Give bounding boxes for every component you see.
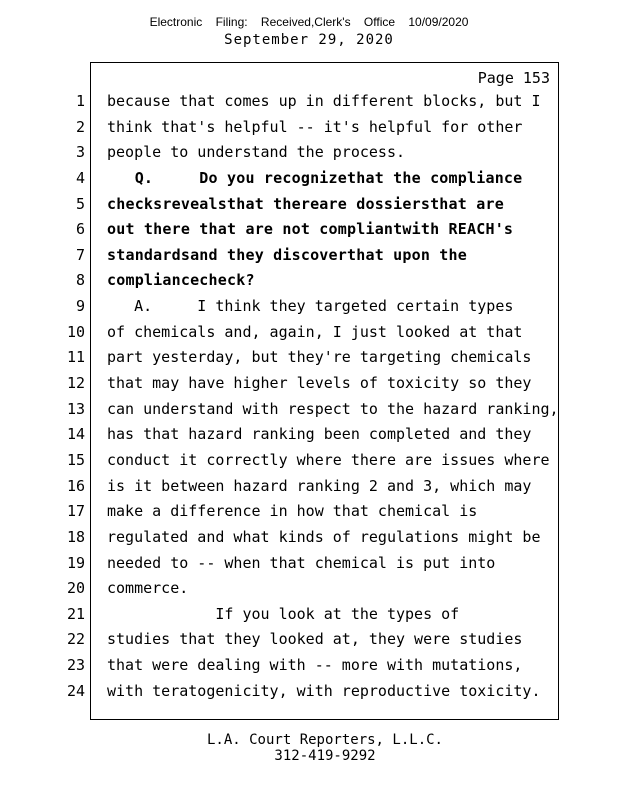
- transcript-line: 6 out there that are not compliantwith RE…: [0, 217, 618, 243]
- line-number: 10: [66, 322, 85, 341]
- line-text: Q. Do you recognizethat the compliance: [107, 168, 523, 187]
- hearing-date: September 29, 2020: [224, 32, 394, 48]
- line-number: 22: [66, 630, 85, 649]
- line-number: 2: [75, 117, 85, 136]
- line-text: A. I think they targeted certain types: [107, 297, 514, 316]
- line-number: 18: [66, 527, 85, 546]
- line-number: 17: [66, 502, 85, 521]
- reporter-footer: L.A. Court Reporters, L.L.C. 312-419-929…: [90, 732, 560, 764]
- line-number: 24: [66, 681, 85, 700]
- efiling-stamp: Electronic Filing: Received,Clerk's Offi…: [149, 15, 469, 29]
- line-text: out there that are not compliantwith REA…: [107, 220, 514, 239]
- transcript-line: 21 If you look at the types of: [0, 602, 618, 628]
- reporter-phone: 312-419-9292: [274, 748, 376, 764]
- line-number: 7: [75, 245, 85, 264]
- line-number: 19: [66, 553, 85, 572]
- transcript-line: 16 is it between hazard ranking 2 and 3, …: [0, 474, 618, 500]
- line-text: commerce.: [107, 579, 189, 598]
- line-number: 5: [75, 194, 85, 213]
- transcript-line: 12 that may have higher levels of toxicit…: [0, 371, 618, 397]
- line-text: checksrevealsthat thereare dossiersthat …: [107, 194, 504, 213]
- line-number: 20: [66, 579, 85, 598]
- transcript-line: 14 has that hazard ranking been completed…: [0, 422, 618, 448]
- transcript-line: 15 conduct it correctly where there are i…: [0, 448, 618, 474]
- line-number: 1: [75, 92, 85, 110]
- line-number: 6: [75, 220, 85, 239]
- line-number: 3: [75, 143, 85, 162]
- line-number: 9: [75, 297, 85, 316]
- line-text: If you look at the types of: [107, 604, 460, 623]
- transcript-lines: 1 because that comes up in different bloc…: [0, 89, 618, 704]
- transcript-line: 24 with teratogenicity, with reproductive…: [0, 679, 618, 705]
- line-text: people to understand the process.: [107, 143, 406, 162]
- reporter-name: L.A. Court Reporters, L.L.C.: [206, 732, 443, 748]
- transcript-line: 22 studies that they looked at, they were…: [0, 627, 618, 653]
- transcript-line: 18 regulated and what kinds of regulation…: [0, 525, 618, 551]
- line-number: 15: [66, 450, 85, 469]
- transcript-line: 13 can understand with respect to the haz…: [0, 397, 618, 423]
- line-text: that may have higher levels of toxicity …: [107, 374, 532, 393]
- transcript-line: 4 Q. Do you recognizethat the compliance: [0, 166, 618, 192]
- line-number: 4: [75, 168, 85, 187]
- transcript-line: 2 think that's helpful -- it's helpful fo…: [0, 115, 618, 141]
- transcript-line: 19 needed to -- when that chemical is put…: [0, 551, 618, 577]
- line-text: conduct it correctly where there are iss…: [107, 450, 550, 469]
- line-text: standardsand they discoverthat upon the: [107, 245, 467, 264]
- transcript-line: 9 A. I think they targeted certain types: [0, 294, 618, 320]
- line-text: regulated and what kinds of regulations …: [107, 527, 541, 546]
- transcript-line: 17 make a difference in how that chemical…: [0, 499, 618, 525]
- line-text: is it between hazard ranking 2 and 3, wh…: [107, 476, 532, 495]
- line-number: 13: [66, 399, 85, 418]
- line-text: that were dealing with -- more with muta…: [107, 656, 523, 675]
- line-number: 12: [66, 374, 85, 393]
- line-text: of chemicals and, again, I just looked a…: [107, 322, 523, 341]
- transcript-line: 10 of chemicals and, again, I just looked…: [0, 320, 618, 346]
- line-number: 14: [66, 425, 85, 444]
- line-text: needed to -- when that chemical is put i…: [107, 553, 496, 572]
- transcript-line: 5 checksrevealsthat thereare dossiersthat…: [0, 192, 618, 218]
- line-text: studies that they looked at, they were s…: [107, 630, 523, 649]
- line-text: think that's helpful -- it's helpful for…: [107, 117, 523, 136]
- line-text: because that comes up in different block…: [107, 92, 541, 110]
- line-number: 11: [66, 348, 85, 367]
- transcript-line: 20 commerce.: [0, 576, 618, 602]
- transcript-line: 23 that were dealing with -- more with mu…: [0, 653, 618, 679]
- transcript-line: 8 compliancecheck?: [0, 268, 618, 294]
- line-number: 8: [75, 271, 85, 290]
- line-text: part yesterday, but they're targeting ch…: [107, 348, 532, 367]
- transcript-line: 11 part yesterday, but they're targeting …: [0, 345, 618, 371]
- page-number-label: Page 153: [477, 69, 550, 87]
- line-number: 16: [66, 476, 85, 495]
- line-text: has that hazard ranking been completed a…: [107, 425, 532, 444]
- line-text: compliancecheck?: [107, 271, 255, 290]
- transcript-line: 3 people to understand the process.: [0, 140, 618, 166]
- transcript-line: 7 standardsand they discoverthat upon the: [0, 243, 618, 269]
- line-text: with teratogenicity, with reproductive t…: [107, 681, 541, 700]
- transcript-line: 1 because that comes up in different bloc…: [0, 89, 618, 115]
- line-number: 23: [66, 656, 85, 675]
- line-text: make a difference in how that chemical i…: [107, 502, 478, 521]
- transcript-sheet-border: Page 153: [90, 62, 559, 720]
- line-number: 21: [66, 604, 85, 623]
- line-text: can understand with respect to the hazar…: [107, 399, 559, 418]
